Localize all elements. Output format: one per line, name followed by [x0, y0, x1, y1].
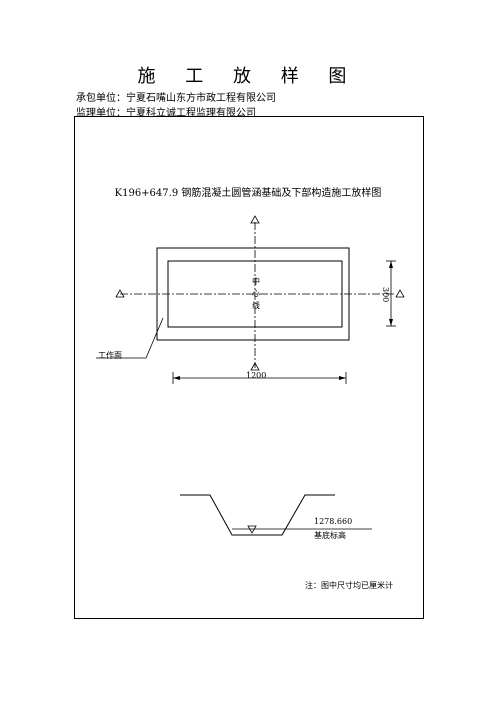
supervisor-line: 监理单位：宁夏科立诚工程监理有限公司: [76, 104, 256, 119]
right-stake-triangle-icon: [395, 289, 405, 298]
work-face-leader: [96, 317, 164, 359]
supervisor-value: 宁夏科立诚工程监理有限公司: [126, 108, 256, 119]
contractor-line: 承包单位：宁夏石嘴山东方市政工程有限公司: [76, 89, 276, 104]
height-dimension-label: 300: [381, 287, 390, 303]
note: 注：图中尺寸均已厘米计: [305, 581, 393, 590]
contractor-label: 承包单位：: [76, 93, 126, 104]
drawing-heading: K196+647.9 钢筋混凝土圆管涵基础及下部构造施工放样图: [114, 188, 382, 199]
drawing-frame: [74, 116, 424, 619]
work-face-label: 工作面: [98, 351, 122, 360]
elevation-label: 基底标高: [314, 531, 346, 540]
top-stake-triangle-icon: [250, 215, 260, 224]
page-title: 施 工 放 样 图: [137, 66, 359, 87]
bottom-stake-triangle-icon: [250, 362, 260, 371]
centerline-label: 中 心 线: [252, 277, 260, 310]
trench-profile: [180, 494, 335, 536]
contractor-value: 宁夏石嘴山东方市政工程有限公司: [126, 93, 276, 104]
supervisor-label: 监理单位：: [76, 108, 126, 119]
left-stake-triangle-icon: [115, 289, 125, 298]
elevation-triangle-icon: [247, 525, 257, 534]
elevation-value: 1278.660: [314, 517, 353, 526]
width-dimension-label: 1200: [246, 371, 267, 380]
